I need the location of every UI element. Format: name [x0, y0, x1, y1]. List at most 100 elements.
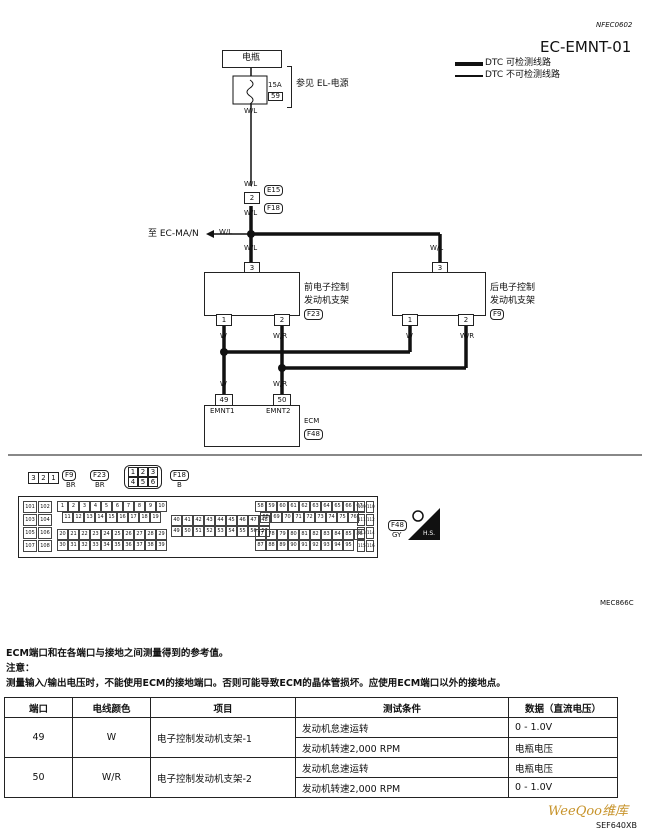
diagram-title: EC-EMNT-01 [540, 38, 632, 56]
reference-table: 端口 电线颜色 项目 测试条件 数据（直流电压） 49 W 电子控制发动机支架-… [4, 697, 618, 798]
legend-f9-color: BR [66, 481, 76, 489]
wire-label-wl-2: W/L [244, 180, 258, 188]
front-mount-pin1: 1 [216, 314, 232, 326]
legend-f18-color: B [177, 481, 182, 489]
notes-line-1: ECM端口和在各端口与接地之间测量得到的参考值。 [6, 648, 229, 659]
wire-label-w-2: W [406, 332, 413, 340]
battery-box [222, 50, 282, 68]
pin-2: 2 [249, 194, 255, 202]
diagram-code: MEC866C [600, 599, 634, 607]
legend-f48-color: GY [392, 531, 402, 539]
rear-mount-pin2: 2 [458, 314, 474, 326]
row2-color: W/R [72, 757, 151, 798]
notes-line-3: 测量输入/输出电压时，不能使用ECM的接地端口。否则可能导致ECM的晶体管损坏。… [6, 678, 506, 689]
row2-data1: 电瓶电压 [508, 757, 618, 778]
wire-label-wl-6: W/L [430, 244, 444, 252]
legend-thin-label: DTC 不可检测线路 [485, 70, 561, 80]
row1-cond1: 发动机怠速运转 [295, 717, 509, 738]
row1-data2: 电瓶电压 [508, 737, 618, 758]
table-header-row: 端口 电线颜色 项目 测试条件 数据（直流电压） [4, 697, 618, 718]
ecm-row-2: 11 12 13 14 15 16 17 18 19 [62, 512, 167, 523]
legend-thin-line [455, 75, 483, 77]
ecm-face-right-grid: 58 59 60 61 62 63 64 65 66 67 68 69 70 7… [255, 501, 365, 551]
ecm-label: ECM [304, 417, 320, 425]
col-wire-color: 电线颜色 [72, 697, 151, 718]
wire-label-w-3: W [220, 380, 227, 388]
wire-label-wl-4: W/L [219, 228, 233, 236]
row1-color: W [72, 717, 151, 758]
ecm-connector: F48 [304, 429, 323, 440]
row1-data1: 0 - 1.0V [508, 717, 618, 738]
rear-mount-connector: F9 [490, 309, 505, 320]
connector-f18-label: F18 [264, 203, 283, 214]
ecm-connector-face: 101 102 103 104 105 106 107 108 1 2 3 4 … [18, 496, 378, 558]
rear-mount-label-1: 后电子控制 [490, 283, 536, 293]
col-item: 项目 [150, 697, 296, 718]
rear-mount-label-2: 发动机支架 [490, 296, 536, 306]
ecm-row-4: 30 31 32 33 34 35 36 37 38 39 [57, 540, 167, 551]
fuse-symbol [246, 79, 254, 105]
row1-item: 电子控制发动机支架-1 [150, 717, 296, 758]
front-mount-box [204, 272, 300, 316]
ecm-terminal-emnt2: EMNT2 [266, 407, 291, 415]
wire-label-wr-2: W/R [460, 332, 475, 340]
front-mount-label-1: 前电子控制 [304, 283, 350, 293]
doc-code: NFEC0602 [596, 21, 633, 29]
col-data: 数据（直流电压） [508, 697, 618, 718]
wiring-diagram [8, 66, 642, 456]
connector-e15-label: E15 [264, 185, 284, 196]
hs-icon: H.S. [408, 508, 440, 540]
hs-label: H.S. [423, 530, 436, 537]
rear-mount-box [392, 272, 486, 316]
ecm-terminal-emnt1: EMNT1 [210, 407, 235, 415]
legend-f9: F9 [62, 470, 77, 481]
legend-f48: F48 [388, 520, 407, 531]
wire-label-wr-3: W/R [273, 380, 288, 388]
wire-label-wl-3: W/L [244, 209, 258, 217]
front-mount-connector: F23 [304, 309, 323, 320]
to-main-label: 至 EC-MA/N [148, 229, 199, 239]
fuse-reference: 参见 EL-电源 [296, 79, 349, 89]
row2-cond2: 发动机转速2,000 RPM [295, 777, 509, 798]
ecm-row-3: 20 21 22 23 24 25 26 27 28 29 [57, 529, 167, 540]
wire-label-wr-1: W/R [273, 332, 288, 340]
ecm-row-1: 1 2 3 4 5 6 7 8 9 10 [57, 501, 167, 512]
junction-dot-wr [278, 364, 286, 372]
row1-cond2: 发动机转速2,000 RPM [295, 737, 509, 758]
notes-caution: 注意： [6, 663, 35, 674]
ecm-face-left-col: 101 102 103 104 105 106 107 108 [23, 501, 52, 552]
ecm-face-left-grid: 1 2 3 4 5 6 7 8 9 10 11 12 13 14 15 16 1… [57, 501, 167, 551]
row2-port: 50 [4, 757, 73, 798]
watermark: WeeQoo维库 [548, 804, 628, 819]
junction-dot-w [220, 348, 228, 356]
rear-mount-pin1: 1 [402, 314, 418, 326]
col-test-condition: 测试条件 [295, 697, 509, 718]
row2-item: 电子控制发动机支架-2 [150, 757, 296, 798]
table-row: 50 W/R 电子控制发动机支架-2 发动机怠速运转 电瓶电压 [4, 757, 618, 798]
figure-code: SEF640XB [596, 821, 637, 830]
front-mount-label-2: 发动机支架 [304, 296, 350, 306]
ecm-box [204, 405, 300, 447]
junction-dot-main [247, 230, 255, 238]
wire-label-w-1: W [220, 332, 227, 340]
notes-section: ECM端口和在各端口与接地之间测量得到的参考值。 注意： 测量输入/输出电压时，… [6, 646, 644, 691]
table-row: 49 W 电子控制发动机支架-1 发动机怠速运转 0 - 1.0V [4, 717, 618, 758]
battery-label: 电瓶 [242, 53, 261, 63]
connector-6pin: 1 2 3 4 5 6 [124, 465, 162, 489]
front-mount-pin2: 2 [274, 314, 290, 326]
wire-label-wl-1: W/L [244, 107, 258, 115]
ecm-face-center: 40 41 42 43 44 45 46 47 48 49 50 51 52 5… [171, 515, 270, 537]
col-port: 端口 [4, 697, 73, 718]
table-row: 发动机转速2,000 RPM 0 - 1.0V [5, 777, 618, 798]
legend-f23: F23 [90, 470, 109, 481]
connector-3pin: 3 2 1 [28, 472, 59, 484]
table-row: 发动机转速2,000 RPM 电瓶电压 [5, 737, 618, 758]
legend-f18: F18 [170, 470, 189, 481]
legend-thick-line [455, 62, 483, 66]
ecm-face-far-col: 109 110 111 112 113 114 115 116 [357, 501, 375, 552]
row1-port: 49 [4, 717, 73, 758]
arrow-left-icon [206, 230, 214, 238]
fuse-number: 59 [268, 92, 283, 101]
legend-thick-label: DTC 可检测线路 [485, 58, 552, 68]
fuse-amp: 15A [268, 81, 282, 89]
